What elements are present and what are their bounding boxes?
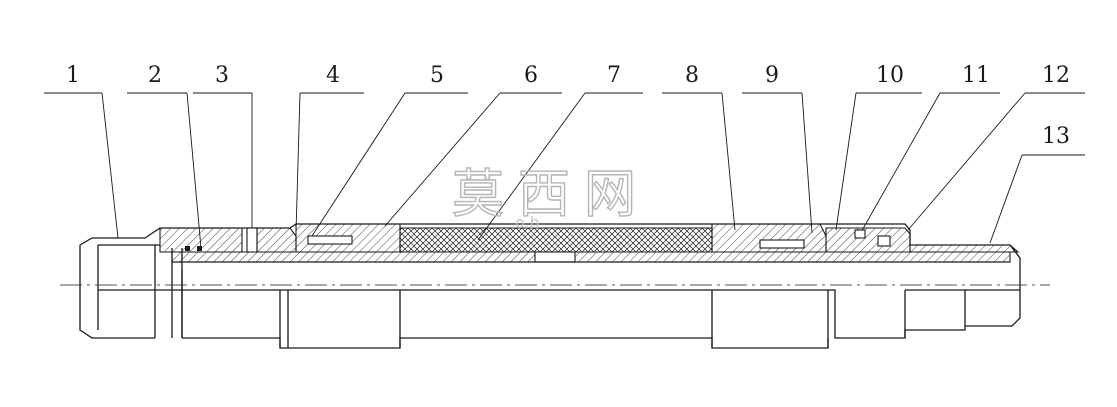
callout-11: 11 [962, 63, 990, 88]
callout-13: 13 [1042, 124, 1070, 149]
callout-9: 9 [765, 63, 779, 88]
tool-body [60, 223, 1050, 349]
callout-4: 4 [326, 63, 340, 88]
watermark-sub: o.h [515, 213, 540, 232]
callout-12: 12 [1042, 63, 1070, 88]
callout-10: 10 [876, 63, 904, 88]
callout-3: 3 [215, 63, 229, 88]
callout-5: 5 [430, 63, 444, 88]
callout-8: 8 [685, 63, 699, 88]
callout-group: 1 2 3 4 5 6 7 8 9 10 [44, 63, 1085, 249]
watermark: 莫西网 o.h [451, 164, 650, 232]
callout-2: 2 [148, 63, 162, 88]
watermark-text: 莫西网 [452, 165, 650, 225]
callout-7: 7 [607, 63, 621, 88]
callout-1: 1 [66, 63, 80, 88]
callout-6: 6 [524, 63, 538, 88]
